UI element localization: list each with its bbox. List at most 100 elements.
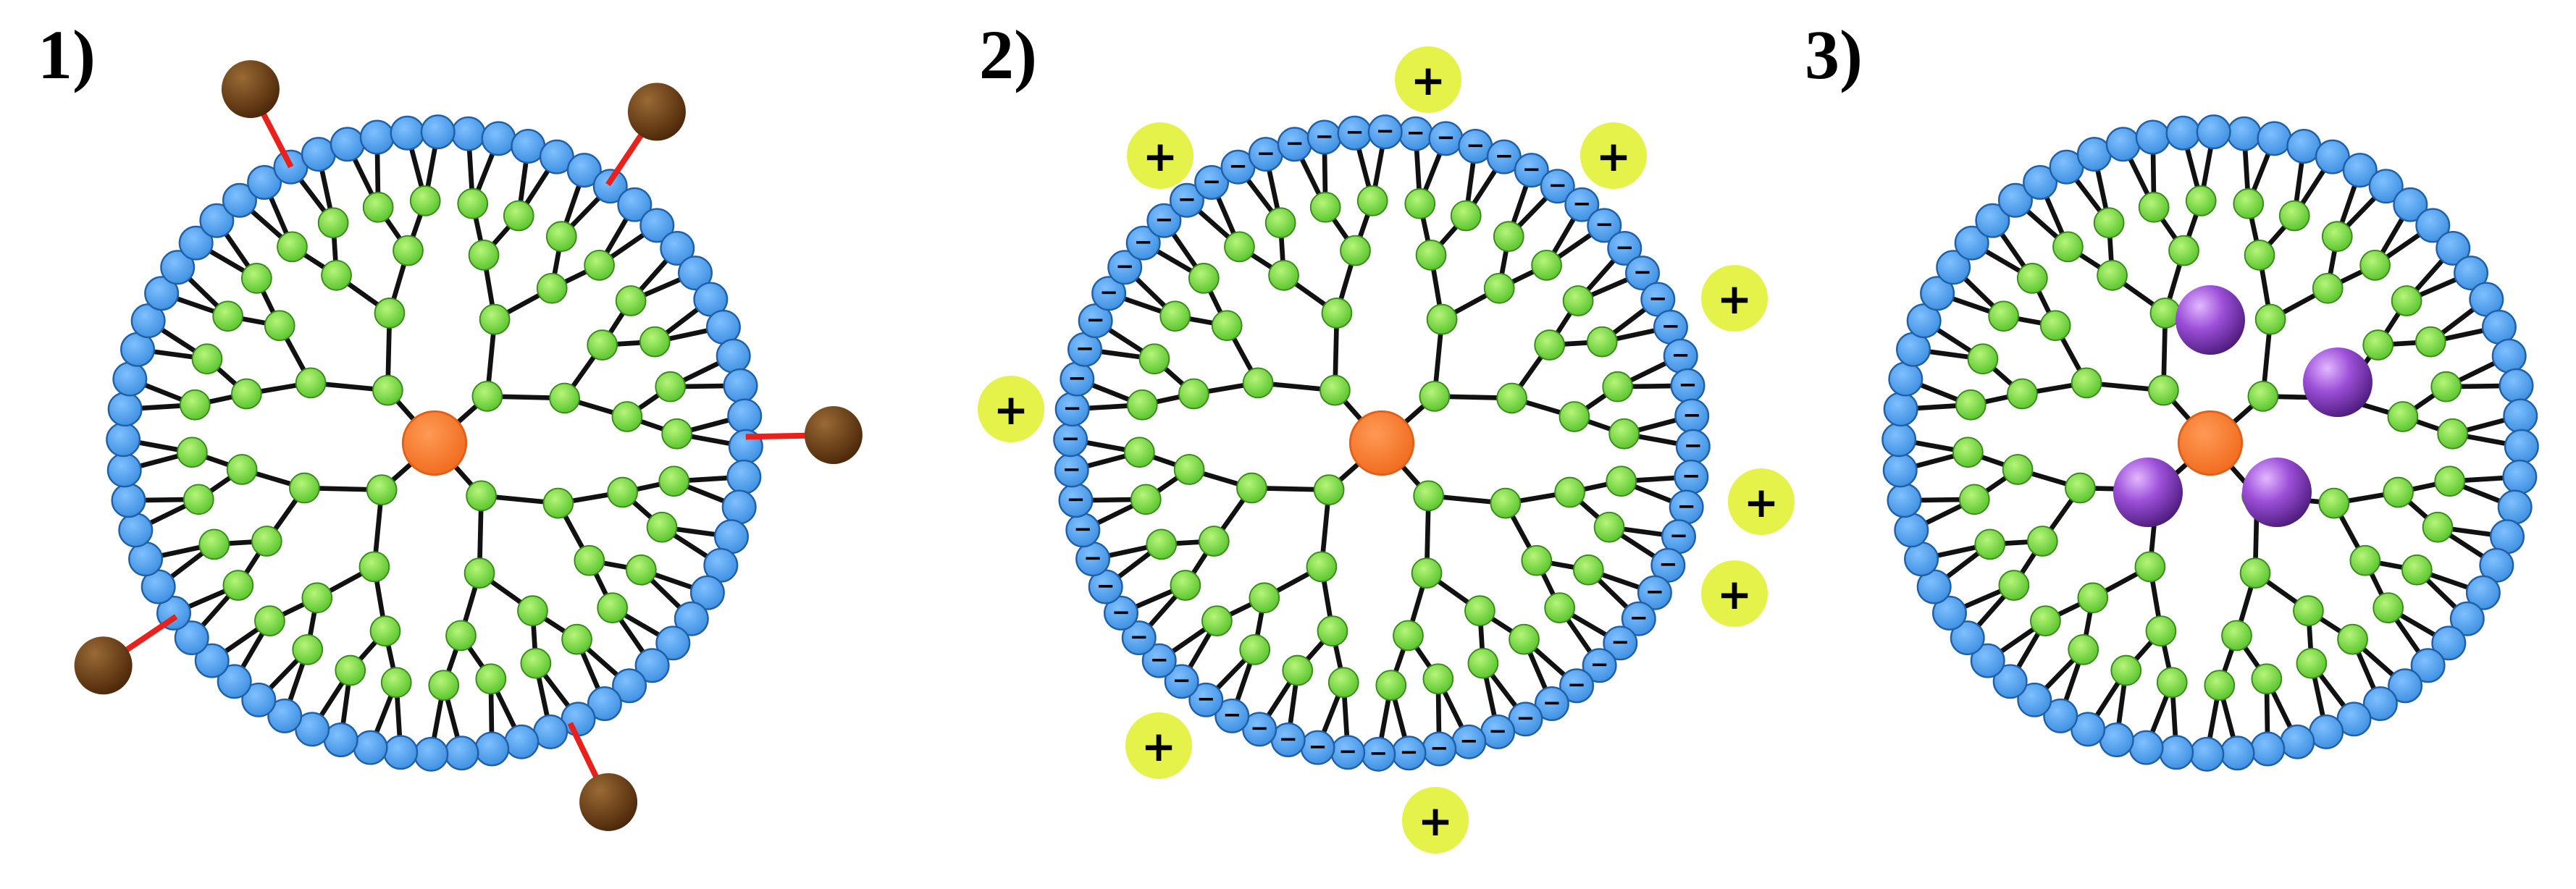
branch-node [179, 389, 211, 421]
surface-group [2481, 309, 2517, 345]
branch-node [292, 633, 324, 665]
branch-node [661, 418, 693, 450]
branch-node [428, 670, 460, 701]
branch-node [1404, 188, 1436, 219]
positive-charge-label: + [1717, 570, 1753, 619]
surface-group [301, 137, 336, 172]
branch-node [1236, 472, 1267, 504]
negative-charge-label: − [1488, 718, 1507, 744]
branch-node [2387, 401, 2419, 432]
branch-node [2244, 240, 2275, 271]
negative-charge-label: − [1067, 486, 1086, 513]
branch-node [1562, 285, 1594, 316]
branch-node [1967, 343, 1999, 375]
negative-charge-label: − [1516, 705, 1535, 731]
branch-node [366, 474, 398, 505]
negative-charge-label: − [1134, 229, 1153, 256]
counter-ion-icon [1402, 787, 1469, 854]
negative-charge-label: − [1679, 372, 1698, 398]
surface-group [1931, 595, 1967, 631]
branch-node [2312, 272, 2344, 304]
surface-group [639, 208, 675, 243]
branch-node [646, 511, 678, 543]
branch-node [542, 487, 574, 519]
branch-node [317, 207, 349, 239]
branch-node [1496, 382, 1527, 414]
surface-group [420, 114, 456, 150]
negative-charge-label: − [1130, 624, 1149, 650]
surface-group [174, 620, 209, 656]
surface-group [390, 115, 425, 151]
negative-charge-label: − [1096, 573, 1115, 599]
surface-group [247, 164, 282, 200]
branch-node [2185, 185, 2217, 216]
branch-node [2293, 595, 2324, 627]
branch-node [369, 615, 401, 646]
branch-node [1450, 200, 1482, 232]
surface-group [1214, 698, 1250, 733]
branch-node [240, 263, 272, 294]
negative-charge-label: − [1250, 715, 1269, 741]
branch-node [409, 185, 441, 216]
surface-group [2362, 686, 2398, 722]
branch-node [2422, 511, 2454, 543]
surface-group [2257, 121, 2292, 156]
negative-charge-label: − [1400, 739, 1419, 765]
branch-node [251, 526, 282, 557]
surface-group [617, 187, 653, 222]
guest-molecule-icon [2303, 347, 2372, 417]
surface-group [2128, 730, 2164, 765]
surface-group [1188, 682, 1224, 717]
surface-group [1564, 187, 1600, 222]
branch-node [289, 472, 320, 504]
negative-charge-label: − [1548, 172, 1567, 198]
negative-charge-label: − [1346, 119, 1364, 146]
surface-group [1970, 643, 2005, 678]
branch-node [1282, 654, 1314, 686]
branch-node [561, 623, 592, 655]
branch-node [335, 654, 366, 686]
surface-group [474, 731, 510, 767]
guest-molecule-icon [2176, 285, 2245, 355]
negative-charge-label: − [1629, 605, 1648, 631]
branch-node [1356, 185, 1388, 216]
negative-charge-label: − [1406, 120, 1425, 146]
branch-node [475, 663, 507, 695]
surface-group [2165, 115, 2201, 151]
surface-group [481, 121, 516, 156]
branch-node [2110, 654, 2142, 686]
negative-charge-label: − [1567, 672, 1586, 698]
dendrimer-panel-1 [74, 60, 863, 831]
branch-node [2071, 367, 2102, 399]
branch-node [2430, 371, 2462, 403]
branch-node [1593, 511, 1625, 543]
surface-group [2023, 164, 2058, 200]
negative-charge-label: − [1309, 734, 1327, 760]
surface-group [533, 714, 569, 749]
branch-node [2247, 381, 2279, 412]
branch-node [1211, 310, 1243, 342]
surface-group [194, 643, 230, 678]
surface-group [1107, 250, 1143, 285]
branch-node [2383, 476, 2414, 508]
counter-ion-icon [1728, 468, 1795, 535]
surface-group [2436, 230, 2471, 266]
branch-node [1572, 554, 1604, 586]
branch-node [1998, 570, 2030, 601]
branch-node [1952, 437, 1984, 468]
branch-node [1509, 623, 1540, 655]
negative-charge-label: − [1115, 253, 1134, 279]
negative-charge-label: − [1595, 211, 1614, 237]
surface-layer [1881, 114, 2539, 772]
branch-node [1159, 300, 1191, 332]
branch-node [1340, 235, 1371, 266]
surface-group [2454, 256, 2489, 291]
surface-group [1146, 203, 1182, 238]
negative-charge-label: − [1073, 516, 1092, 542]
branch-node [471, 381, 503, 412]
branch-node [176, 437, 208, 468]
branch-node [254, 605, 285, 637]
branch-node [1126, 389, 1158, 421]
branch-node [1534, 329, 1566, 361]
branch-node [1602, 371, 1634, 403]
